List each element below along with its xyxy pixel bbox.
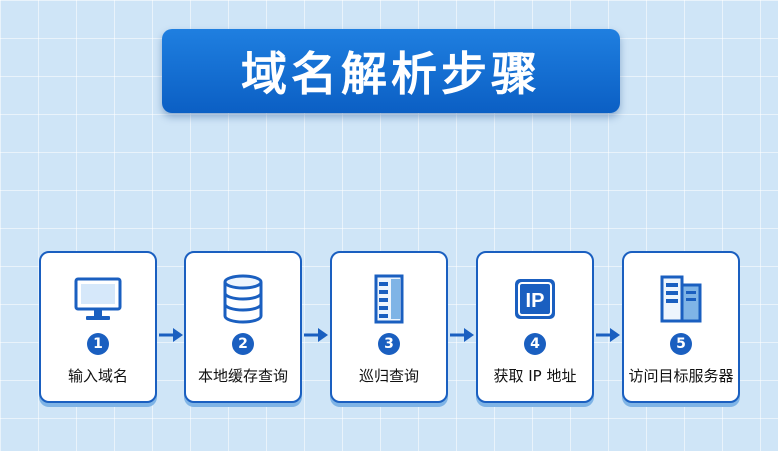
step-label: 获取 IP 地址 xyxy=(493,367,577,385)
step-label: 输入域名 xyxy=(67,367,128,385)
database-icon xyxy=(223,274,263,324)
step-label: 本地缓存查询 xyxy=(197,367,288,385)
step-label: 巡归查询 xyxy=(358,367,419,385)
title-banner: 域名解析步骤 xyxy=(162,29,620,113)
server-icon xyxy=(374,274,404,324)
arrow-right-icon xyxy=(304,328,328,342)
step-number: 2 xyxy=(232,333,254,355)
server-tower-icon xyxy=(660,275,702,323)
ip-icon: IP xyxy=(515,279,555,319)
arrow-right-icon xyxy=(159,328,183,342)
arrow-right-icon xyxy=(596,328,620,342)
step-number: 3 xyxy=(378,333,400,355)
step-card-1: 1 输入域名 xyxy=(39,251,157,403)
step-label: 访问目标服务器 xyxy=(628,367,734,385)
arrow-right-icon xyxy=(450,328,474,342)
step-card-4: IP 4 获取 IP 地址 xyxy=(476,251,594,403)
step-number: 1 xyxy=(87,333,109,355)
monitor-icon xyxy=(74,277,122,320)
step-card-5: 5 访问目标服务器 xyxy=(622,251,740,403)
step-card-2: 2 本地缓存查询 xyxy=(184,251,302,403)
ip-icon-text: IP xyxy=(526,290,545,312)
step-number: 4 xyxy=(524,333,546,355)
step-number: 5 xyxy=(670,333,692,355)
step-card-3: 3 巡归查询 xyxy=(330,251,448,403)
page-title: 域名解析步骤 xyxy=(241,47,541,101)
